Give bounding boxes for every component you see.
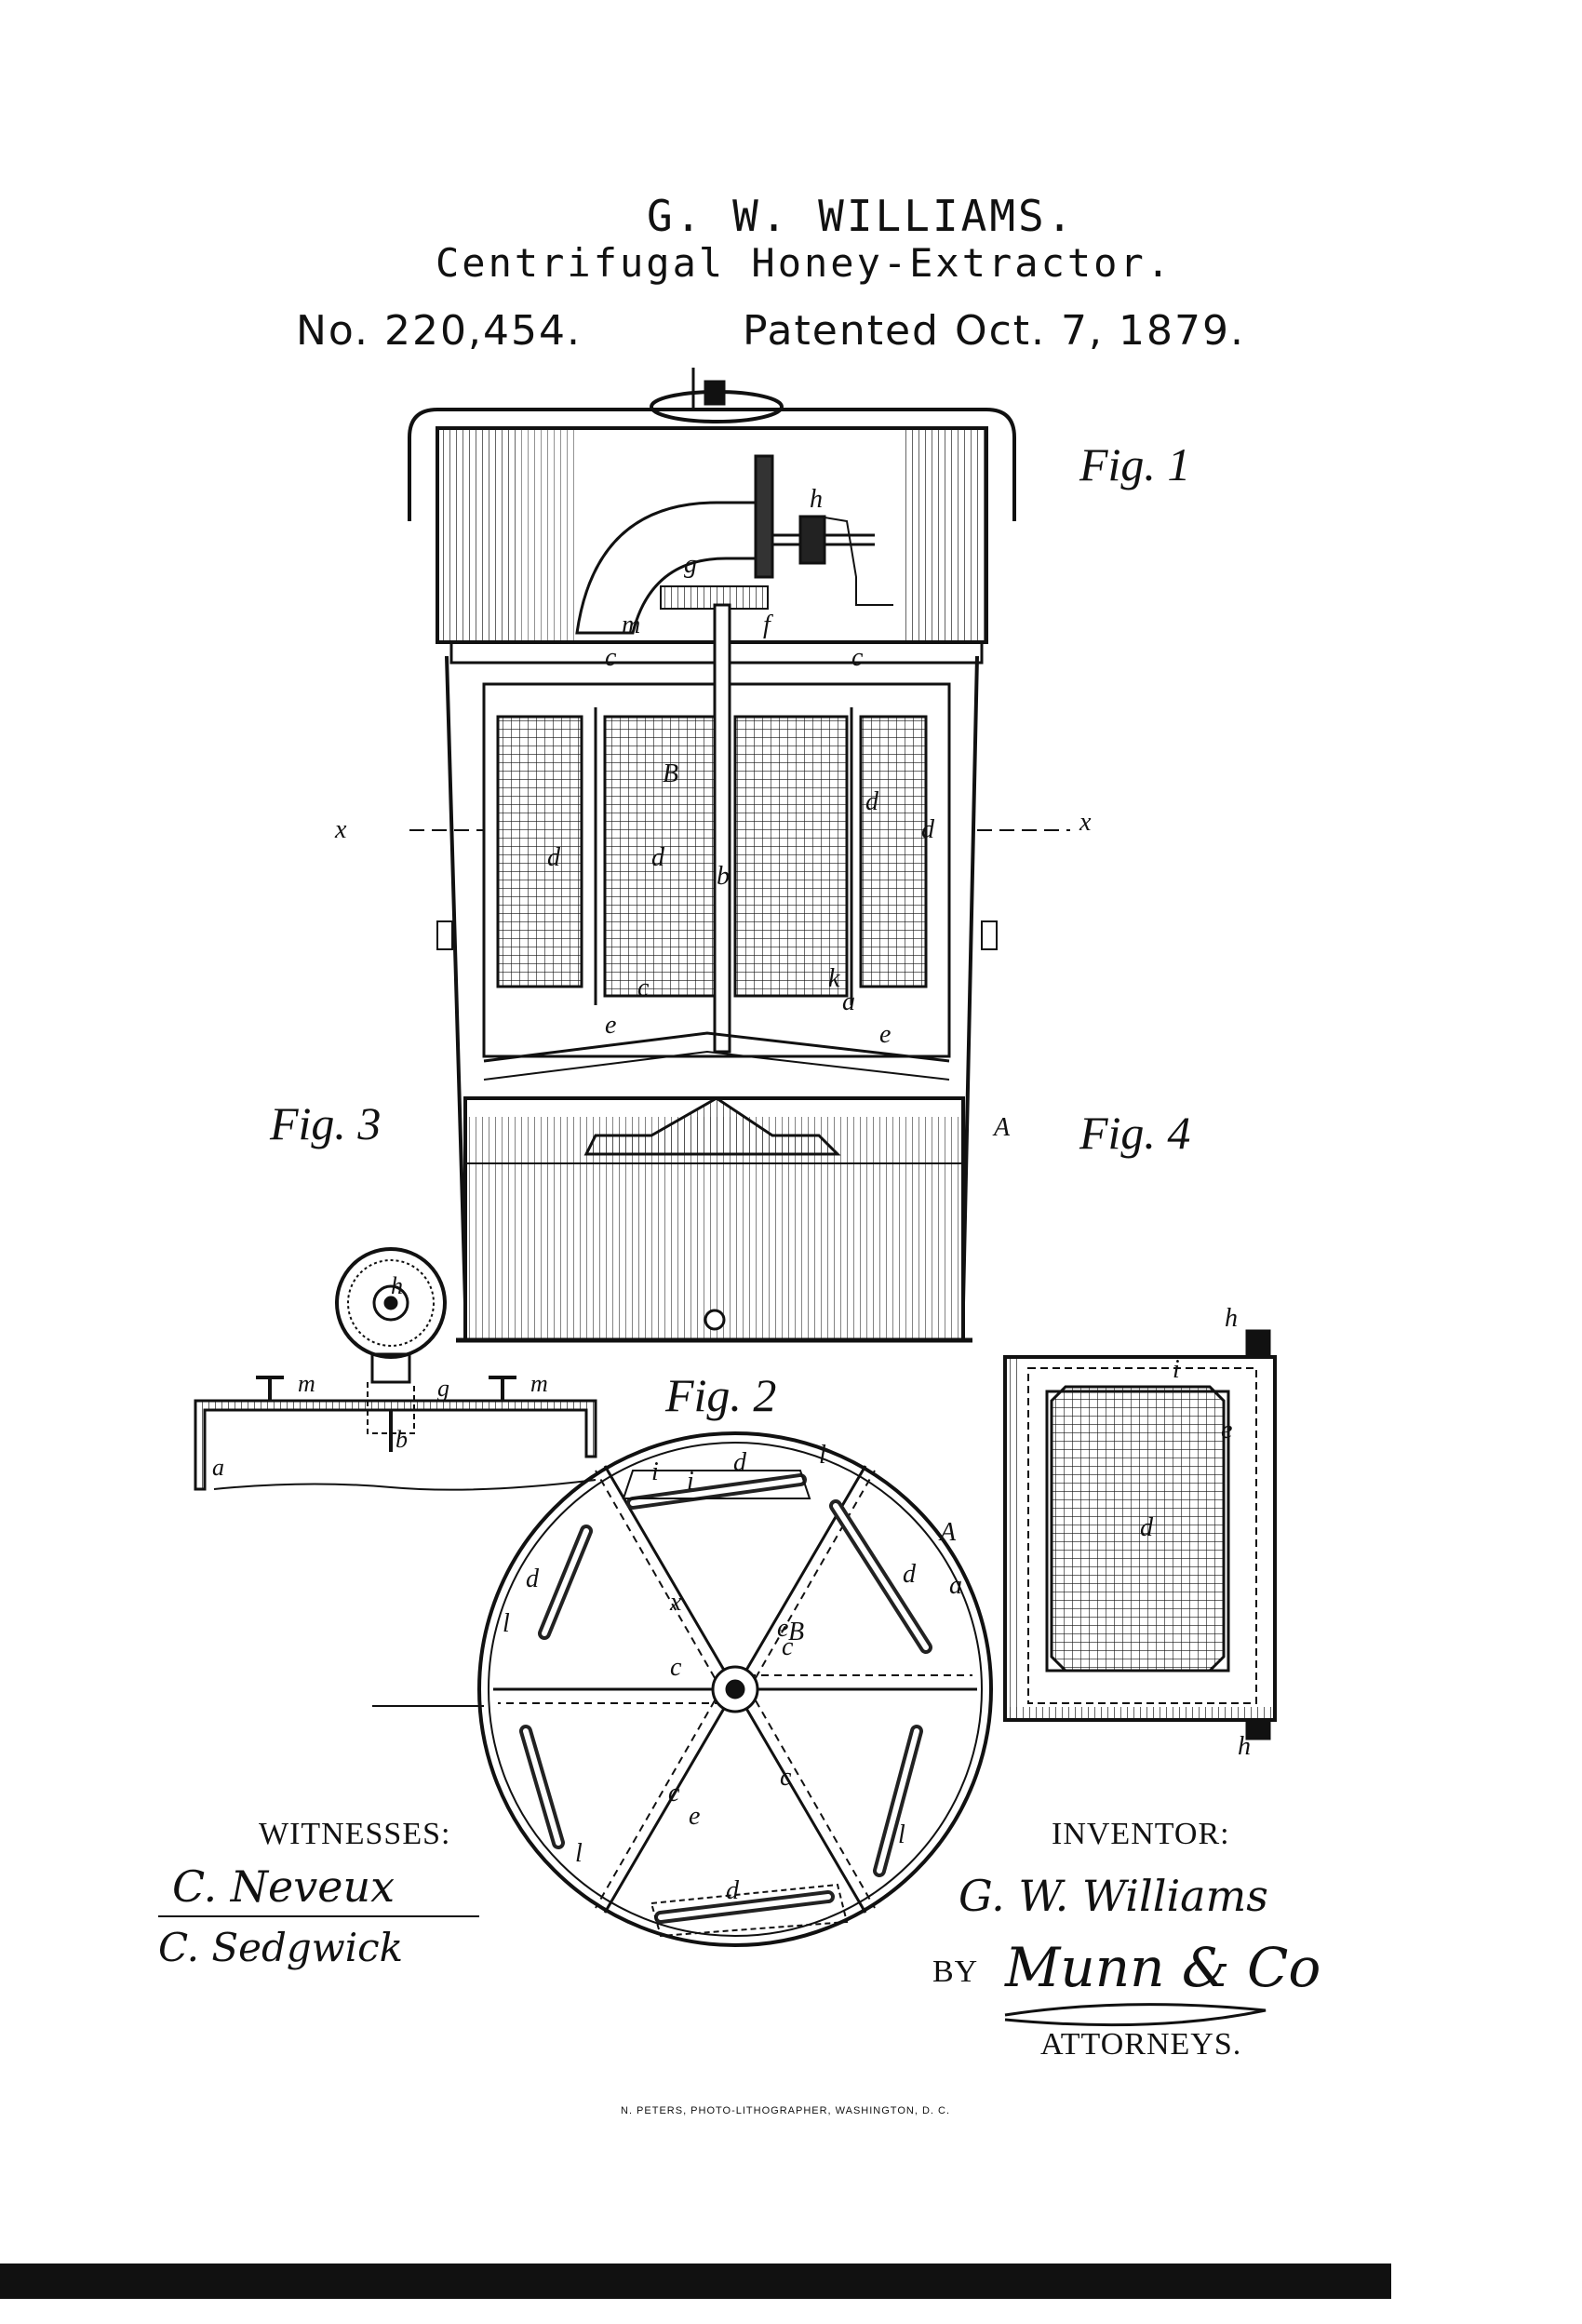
witness-divider (158, 1915, 479, 1917)
figure-3-drawing: h b g m m a (194, 1247, 597, 1491)
inventor-signature: G. W. Williams (959, 1871, 1268, 1921)
by-label: BY (932, 1955, 979, 1989)
svg-text:d: d (733, 1448, 747, 1477)
inventor-heading: INVENTOR: (1052, 1817, 1230, 1851)
svg-text:d: d (526, 1565, 540, 1593)
witnesses-heading: WITNESSES: (259, 1817, 451, 1851)
svg-text:c: c (605, 643, 617, 672)
svg-text:i: i (1173, 1355, 1180, 1384)
svg-text:d: d (903, 1560, 917, 1589)
svg-text:e: e (1221, 1416, 1232, 1444)
svg-text:i: i (687, 1467, 694, 1496)
svg-text:x: x (1079, 808, 1092, 837)
svg-text:d: d (651, 843, 665, 872)
figure-1-label: Fig. 1 (1079, 438, 1191, 490)
svg-text:i: i (651, 1458, 659, 1486)
svg-text:m: m (298, 1370, 315, 1397)
svg-text:c: c (668, 1779, 680, 1807)
svg-text:e: e (777, 1614, 788, 1643)
svg-text:c: c (851, 643, 864, 672)
lithographer-credit: N. PETERS, PHOTO-LITHOGRAPHER, WASHINGTO… (621, 2105, 950, 2116)
svg-text:e: e (879, 1020, 891, 1049)
figure-4-label: Fig. 4 (1079, 1107, 1191, 1159)
svg-text:c: c (782, 1632, 794, 1661)
svg-text:a: a (212, 1454, 224, 1481)
svg-text:c: c (637, 974, 650, 1002)
svg-text:e: e (689, 1802, 700, 1831)
patent-title: Centrifugal Honey-Extractor. (436, 240, 1173, 286)
scan-edge-bar (0, 2264, 1391, 2299)
svg-text:c: c (780, 1763, 792, 1792)
inventor-name: G. W. WILLIAMS. (647, 191, 1076, 241)
svg-text:b: b (396, 1426, 408, 1453)
svg-text:a: a (949, 1571, 962, 1600)
attorney-signature: Munn & Co (1005, 1936, 1321, 1999)
figure-3-label: Fig. 3 (270, 1097, 382, 1149)
svg-text:l: l (819, 1441, 826, 1470)
svg-text:f: f (763, 611, 773, 639)
svg-text:k: k (828, 964, 840, 993)
svg-text:x: x (334, 815, 347, 844)
svg-text:c: c (670, 1653, 682, 1682)
figure-4-drawing: d i e h h (1003, 1304, 1277, 1761)
svg-text:b: b (717, 862, 730, 891)
figure-2-label: Fig. 2 (665, 1369, 777, 1421)
svg-text:a: a (842, 987, 855, 1016)
svg-text:A: A (992, 1113, 1011, 1142)
svg-text:d: d (547, 843, 561, 872)
patent-date: Patented Oct. 7, 1879. (743, 307, 1245, 355)
svg-text:l: l (898, 1820, 905, 1849)
svg-text:l: l (503, 1609, 510, 1638)
svg-text:h: h (810, 485, 823, 514)
svg-text:A: A (938, 1518, 957, 1547)
svg-text:h: h (391, 1272, 403, 1299)
svg-text:l: l (575, 1839, 583, 1868)
svg-text:d: d (726, 1876, 740, 1905)
svg-text:d: d (1140, 1513, 1154, 1542)
svg-text:h: h (1225, 1304, 1238, 1333)
patent-number: No. 220,454. (296, 307, 582, 355)
svg-text:g: g (437, 1375, 449, 1402)
attorneys-label: ATTORNEYS. (1040, 2027, 1242, 2062)
svg-text:d: d (865, 787, 879, 816)
svg-text:B: B (788, 1618, 804, 1646)
svg-text:B: B (663, 759, 678, 788)
svg-text:g: g (684, 550, 697, 579)
svg-text:h: h (1238, 1732, 1251, 1761)
svg-text:e: e (605, 1011, 616, 1040)
svg-text:x: x (669, 1588, 682, 1617)
svg-text:d: d (921, 815, 935, 844)
witness-signature-2: C. Sedgwick (158, 1925, 404, 1970)
svg-text:m: m (622, 611, 640, 639)
svg-text:m: m (530, 1370, 548, 1397)
signature-flourish (1004, 2003, 1267, 2027)
witness-signature-1: C. Neveux (172, 1861, 396, 1912)
